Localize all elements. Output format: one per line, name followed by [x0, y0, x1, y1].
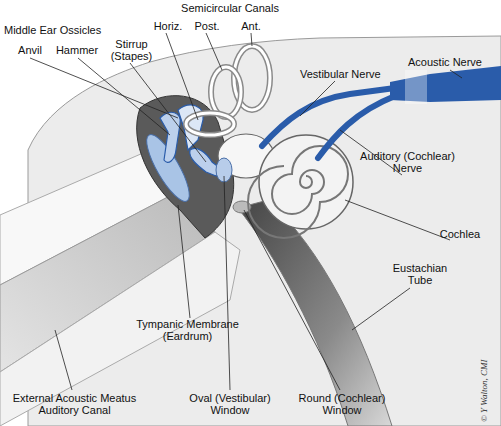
vestibular-nerve [262, 88, 395, 146]
leader-line [251, 33, 252, 46]
part-label: Semicircular Canals [175, 2, 285, 14]
part-label: Oval (Vestibular) Window [180, 392, 280, 416]
horizontal-canal-inner [186, 113, 234, 135]
part-label: Vestibular Nerve [300, 68, 400, 80]
horizontal-canal [186, 113, 234, 135]
part-label: Middle Ear Ossicles [4, 24, 124, 36]
leader-line [244, 210, 340, 390]
leader-line [345, 200, 450, 240]
cochlear-nerve [318, 96, 395, 158]
watermark: © Y Walton, CMI [478, 332, 490, 422]
posterior-canal [211, 67, 241, 117]
leader-line [224, 176, 230, 390]
part-label: Auditory (Cochlear) Nerve [360, 150, 455, 174]
nerve-canal [405, 70, 427, 104]
hammer-bone [160, 112, 180, 162]
leader-line [352, 288, 410, 330]
leader-line [450, 70, 462, 78]
part-label: Tympanic Membrane (Eardrum) [130, 318, 245, 342]
part-label: Cochlea [430, 228, 490, 240]
part-label: Post. [190, 20, 224, 32]
posterior-canal-inner [211, 67, 241, 117]
part-label: Ant. [236, 20, 266, 32]
leader-lines [30, 33, 462, 390]
leader-line [206, 33, 222, 70]
leader-line [55, 330, 72, 390]
cochlea-spiral [248, 146, 348, 238]
stirrup-bone [190, 148, 220, 176]
part-label: Anvil [10, 44, 50, 56]
part-label: Acoustic Nerve [408, 56, 498, 68]
leader-line [130, 63, 206, 162]
part-label: Round (Cochlear) Window [292, 392, 392, 416]
part-label: External Acoustic Meatus Auditory Canal [2, 392, 147, 416]
part-label: Eustachian Tube [385, 262, 455, 286]
leader-line [30, 58, 178, 118]
part-label: Hammer [52, 44, 102, 56]
leader-line [178, 205, 190, 318]
leader-line [166, 33, 198, 120]
part-label: Horiz. [148, 20, 188, 32]
leader-line [300, 81, 335, 116]
part-label: Stirrup (Stapes) [104, 38, 159, 62]
